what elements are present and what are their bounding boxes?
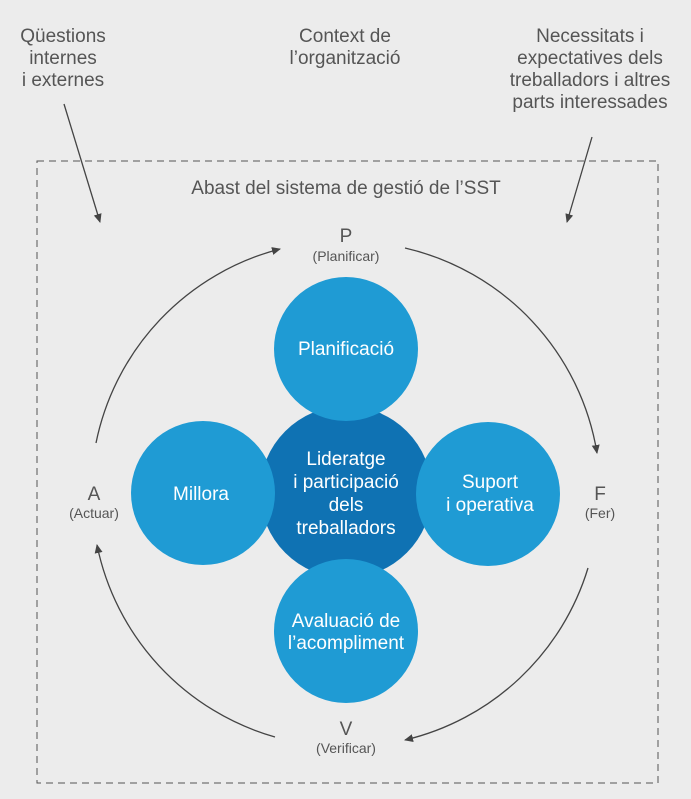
svg-text:(Planificar): (Planificar) [313, 248, 380, 264]
svg-text:treballadors: treballadors [296, 518, 395, 539]
stage-do: F (Fer) [585, 484, 615, 521]
svg-text:V: V [340, 719, 353, 740]
svg-text:dels: dels [329, 495, 364, 516]
label-internal-external-issues: Qüestions internes i externes [20, 26, 106, 91]
svg-text:Lideratge: Lideratge [306, 449, 385, 470]
svg-text:Qüestions: Qüestions [20, 26, 106, 47]
arrow-f-to-v [404, 567, 589, 743]
scope-boundary [36, 160, 659, 784]
svg-text:(Actuar): (Actuar) [69, 505, 119, 521]
pdca-arrows [94, 247, 600, 743]
input-arrow-right [565, 136, 593, 223]
planning-label: Planificació [298, 339, 394, 360]
circle-planning [274, 277, 418, 421]
circle-improvement [131, 421, 275, 565]
label-needs-expectations: Necessitats i expectatives dels treballa… [510, 26, 671, 113]
stage-plan: P (Planificar) [313, 226, 380, 264]
svg-text:Necessitats i: Necessitats i [536, 26, 644, 47]
stage-check: V (Verificar) [316, 719, 376, 756]
arrow-v-to-a [94, 544, 276, 738]
support-operation-label: Suport i operativa [446, 472, 534, 516]
svg-text:Context de: Context de [299, 26, 391, 47]
circle-support-operation [416, 422, 560, 566]
svg-text:Suport: Suport [462, 472, 519, 493]
input-arrow-left [63, 103, 102, 223]
svg-text:Avaluació de: Avaluació de [292, 611, 400, 632]
improvement-label: Millora [173, 484, 229, 505]
svg-text:internes: internes [29, 48, 97, 69]
svg-text:l’organització: l’organització [290, 48, 401, 69]
svg-text:i participació: i participació [293, 472, 399, 493]
arrow-p-to-f [404, 247, 600, 454]
label-organization-context: Context de l’organització [290, 26, 401, 69]
svg-text:i operativa: i operativa [446, 495, 534, 516]
svg-text:P: P [340, 226, 353, 247]
center-circle-label: Lideratge i participació dels treballado… [293, 449, 399, 539]
svg-text:parts interessades: parts interessades [512, 92, 667, 113]
svg-text:(Verificar): (Verificar) [316, 740, 376, 756]
circle-performance-evaluation [274, 559, 418, 703]
svg-text:A: A [88, 484, 101, 505]
svg-text:F: F [594, 484, 606, 505]
performance-evaluation-label: Avaluació de l’acompliment [288, 611, 405, 654]
svg-text:(Fer): (Fer) [585, 505, 615, 521]
svg-text:expectatives dels: expectatives dels [517, 48, 663, 69]
svg-text:i externes: i externes [22, 70, 104, 91]
arrow-a-to-p [95, 247, 281, 444]
scope-title: Abast del sistema de gestió de l’SST [191, 178, 501, 199]
center-circle [260, 406, 432, 578]
stage-act: A (Actuar) [69, 484, 119, 521]
svg-text:l’acompliment: l’acompliment [288, 633, 405, 654]
svg-text:treballadors i altres: treballadors i altres [510, 70, 671, 91]
